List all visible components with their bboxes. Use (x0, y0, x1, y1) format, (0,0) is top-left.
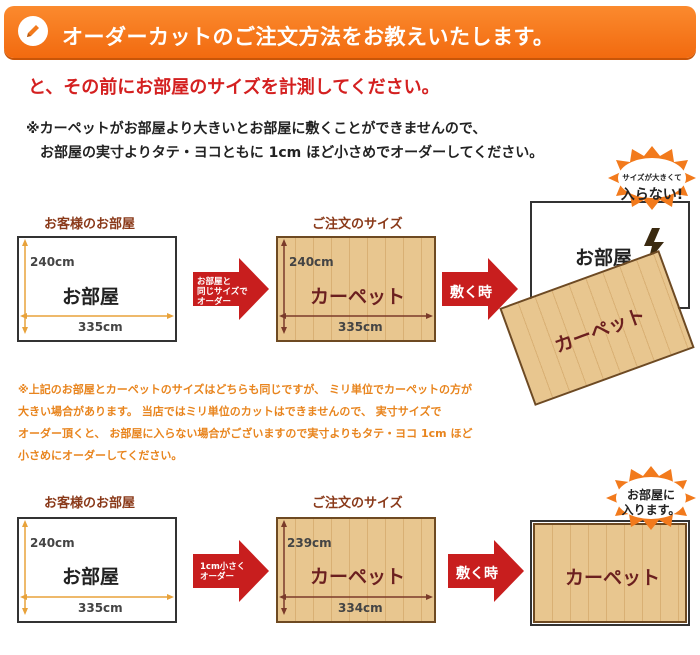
room-height-label: 240cm (30, 255, 75, 269)
result-carpet-box (533, 523, 687, 623)
room-dimension-lines (20, 239, 174, 334)
arrow-right-icon (193, 258, 269, 320)
carpet-height-label: 239cm (287, 536, 332, 550)
carpet-box (276, 517, 436, 623)
room-box (17, 236, 177, 342)
arrow-right-icon (448, 540, 524, 602)
room-label: お部屋 (62, 566, 120, 588)
arrow-right-icon (193, 540, 269, 602)
note-line: オーダー頂くと、 お部屋に入らない場合がございますので実寸よりもタテ・ヨコ 1c… (18, 427, 473, 440)
note-line: ※上記のお部屋とカーペットのサイズはどちらも同じですが、 ミリ単位でカーペットの… (18, 383, 472, 396)
note-line: 小さめにオーダーしてください。 (18, 449, 183, 462)
page-header (4, 6, 696, 58)
burst-line2: 入らない! (620, 187, 684, 203)
order-caption: ご注文のサイズ (312, 496, 403, 511)
arrow-right-icon (442, 258, 518, 320)
order-caption: ご注文のサイズ (312, 217, 403, 232)
caution-note: ※上記のお部屋とカーペットのサイズはどちらも同じですが、 ミリ単位でカーペットの… (18, 379, 472, 467)
carpet-height-label: 240cm (289, 255, 334, 269)
arrow-label: 敷く時 (456, 566, 498, 582)
starburst-icon (608, 146, 696, 210)
room-label: お部屋 (62, 286, 120, 308)
result-carpet-label: カーペット (565, 567, 661, 589)
room-width-label: 335cm (78, 320, 123, 334)
carpet-dimension-lines (279, 239, 433, 334)
subtitle: と、その前にお部屋のサイズを計測してください。 (28, 77, 440, 98)
room-dimension-lines (20, 520, 174, 615)
burst-line1: サイズが大きくて (622, 173, 682, 182)
note-line: 大きい場合があります。 当店ではミリ単位のカットはできませんので、 実寸サイズで (18, 405, 442, 418)
carpet-label: カーペット (310, 566, 406, 588)
room-caption: お客様のお部屋 (44, 496, 136, 511)
room-height-label: 240cm (30, 536, 75, 550)
arrow-label: 敷く時 (450, 285, 492, 301)
room-caption: お客様のお部屋 (44, 217, 136, 232)
carpet-box (276, 236, 436, 342)
carpet-label: カーペット (310, 286, 406, 308)
note-line: お部屋の実寸よりタテ・ヨコともに 1cm ほど小さめでオーダーしてください。 (40, 145, 544, 161)
arrow-label: お部屋と 同じサイズで オーダー (197, 277, 248, 307)
pen-icon (18, 16, 48, 46)
carpet-width-label: 334cm (338, 601, 383, 615)
carpet-width-label: 335cm (338, 320, 383, 334)
page-title: オーダーカットのご注文方法をお教えいたします。 (62, 25, 555, 49)
burst-line1: お部屋に (626, 488, 675, 502)
carpet-dimension-lines (279, 520, 433, 615)
result-room-label: お部屋 (575, 247, 633, 269)
lightning-icon (644, 228, 664, 262)
burst-line2: 入ります。 (621, 503, 681, 517)
arrow-label: 1cm小さく オーダー (200, 562, 246, 582)
room-box (17, 517, 177, 623)
note-line: ※カーペットがお部屋より大きいとお部屋に敷くことができませんので、 (26, 121, 487, 137)
starburst-icon (606, 466, 696, 530)
room-width-label: 335cm (78, 601, 123, 615)
